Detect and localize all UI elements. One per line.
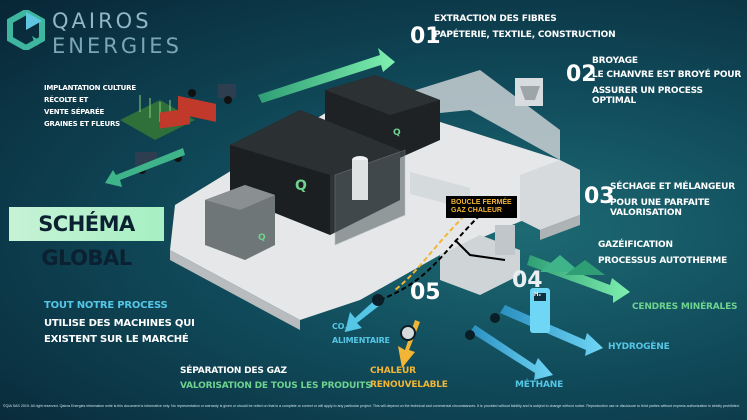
co2-subscript: 2: [344, 327, 348, 334]
separation-line2: VALORISATION DE TOUS LES PRODUITS: [180, 381, 372, 391]
brand-line1: QAIROS: [52, 9, 152, 33]
svg-text:Q: Q: [295, 178, 307, 194]
step02-number: 02: [566, 62, 597, 87]
step04-sub: PROCESSUS AUTOTHERME: [598, 256, 728, 266]
process-line3: EXISTENT SUR LE MARCHÉ: [44, 334, 189, 345]
process-line1: TOUT NOTRE PROCESS: [44, 300, 168, 311]
graines-text: GRAINES ET FLEURS: [44, 120, 121, 128]
step02-title: BROYAGE: [592, 56, 638, 66]
step01-sub: PAPÉTERIE, TEXTILE, CONSTRUCTION: [434, 30, 616, 40]
conveyor-belt: [400, 70, 560, 160]
step01-number: 01: [410, 24, 441, 49]
step04-number: 04: [512, 268, 543, 293]
arrow-methane: [470, 325, 553, 380]
recolte-text: RÉCOLTE ET: [44, 96, 89, 104]
step02-sub1: LE CHANVRE EST BROYÉ POUR: [592, 70, 742, 80]
methane-node: [465, 330, 475, 340]
chaleur-line1: CHALEUR: [370, 366, 416, 376]
step01-title: EXTRACTION DES FIBRES: [434, 14, 557, 24]
footer-disclaimer: ©QIA SAS 2019. All right reserved. Qairo…: [3, 404, 740, 408]
h2-tag: H₂: [534, 292, 541, 298]
svg-text:Q: Q: [258, 233, 266, 243]
step04-title: GAZÉIFICATION: [598, 240, 673, 250]
hydrogene-label: HYDROGÈNE: [608, 342, 670, 352]
implantation-text: IMPLANTATION CULTURE: [44, 84, 136, 92]
arrow-from-farm: [105, 148, 185, 187]
loop-black: [379, 214, 481, 301]
cendres-label: CENDRES MINÉRALES: [632, 302, 738, 312]
logo: [6, 8, 46, 52]
chaleur-line2: RENOUVELABLE: [370, 380, 448, 390]
co2-text: CO: [332, 322, 345, 331]
svg-text:Q: Q: [393, 128, 401, 138]
brand-line2: ENERGIES: [52, 34, 182, 58]
step05-number: 05: [410, 280, 441, 305]
step03-number: 03: [584, 184, 615, 209]
arrow-to-extraction: [258, 48, 395, 103]
arrow-alimentaire: [345, 300, 380, 332]
step03-title: SÉCHAGE ET MÉLANGEUR: [610, 182, 735, 192]
boucle-label: BOUCLE FERMÉE GAZ CHALEUR: [446, 196, 517, 218]
step03-sub: POUR UNE PARFAITE VALORISATION: [610, 198, 710, 218]
dryer-unit: [520, 160, 580, 230]
step02-sub2: ASSURER UN PROCESS OPTIMAL: [592, 86, 703, 106]
arrow-hydrogene: [500, 305, 603, 356]
page-title: SCHÉMA GLOBAL: [9, 207, 164, 270]
vente-text: VENTE SÉPARÉE: [44, 108, 105, 116]
sep-node: [490, 313, 500, 323]
separation-line1: SÉPARATION DES GAZ: [180, 366, 287, 376]
process-line2: UTILISE DES MACHINES QUI: [44, 318, 195, 329]
co2-label: CO2: [332, 322, 348, 334]
loop-yellow: [394, 209, 471, 291]
methane-label: MÉTHANE: [515, 380, 564, 390]
alimentaire-label: ALIMENTAIRE: [332, 336, 390, 345]
boucle-line1: BOUCLE FERMÉE: [451, 199, 512, 206]
boucle-line2: GAZ CHALEUR: [451, 207, 502, 214]
qairos-q-icon: [7, 8, 45, 52]
chaleur-gauge: [400, 325, 416, 341]
co2-node: [372, 294, 384, 306]
